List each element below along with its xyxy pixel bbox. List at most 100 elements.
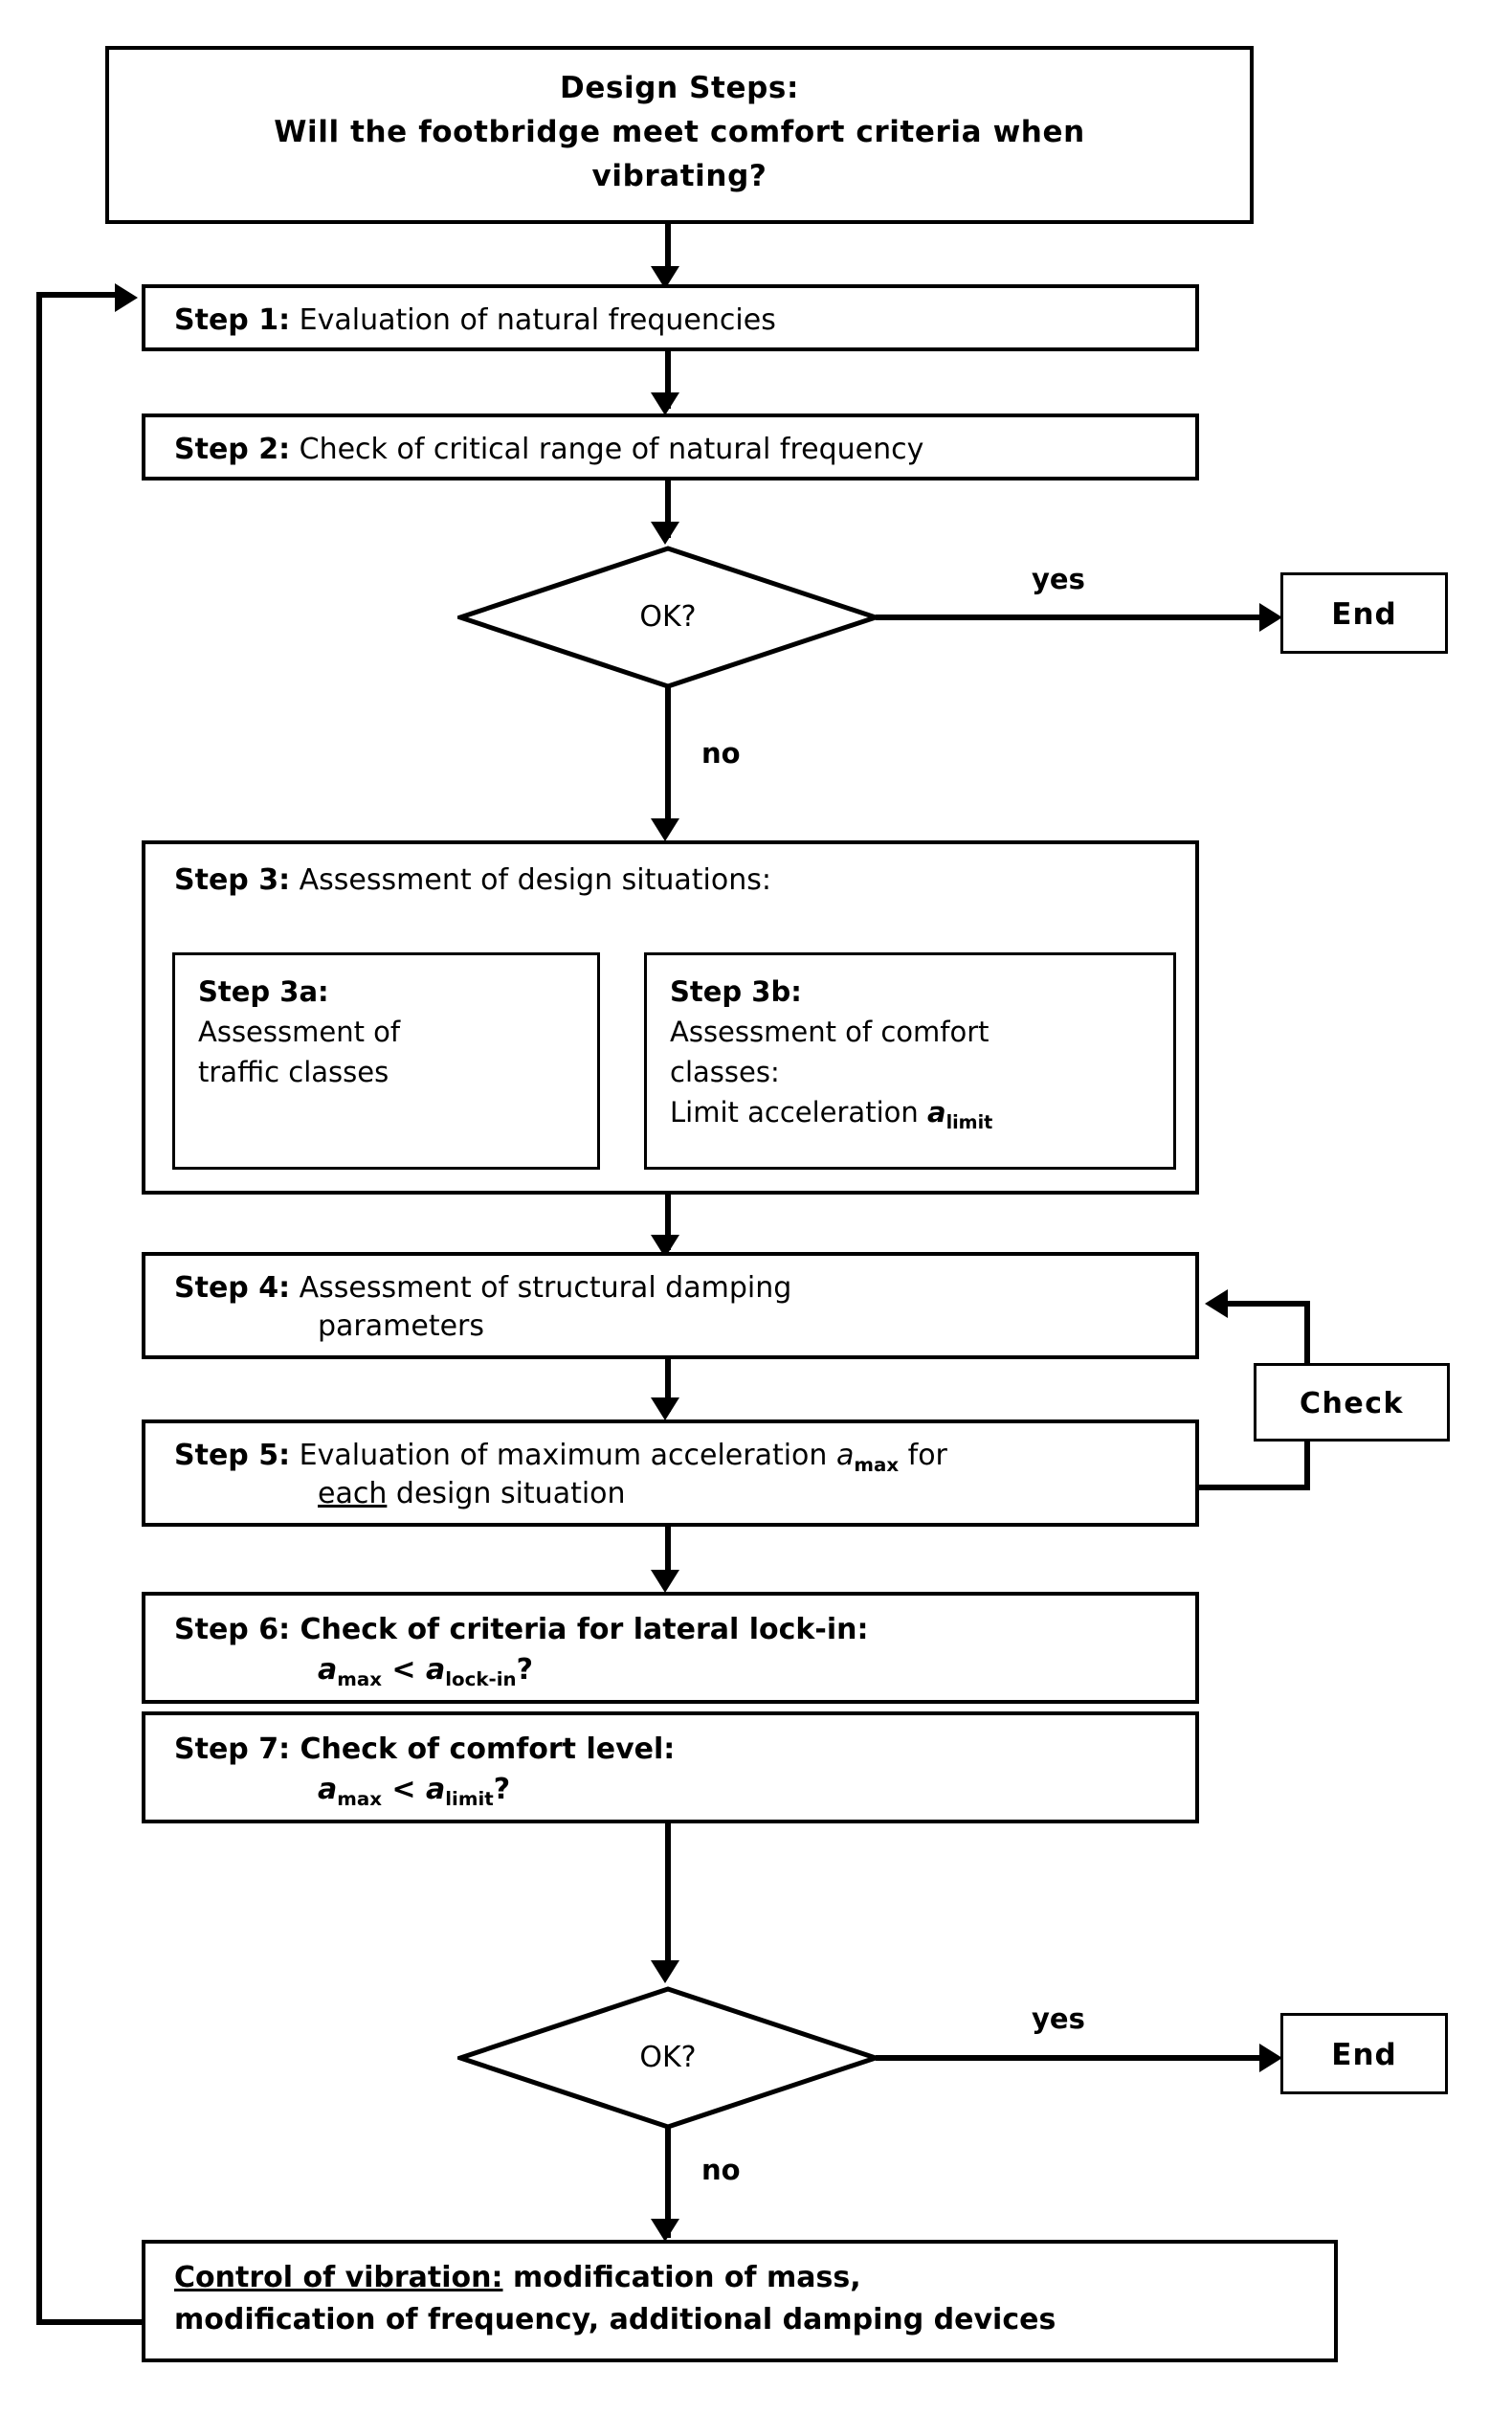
step-3b-label: Step 3b: xyxy=(670,975,802,1008)
decision-1-yes-label: yes xyxy=(1032,563,1085,595)
step-5-each-underlined: each xyxy=(318,1477,388,1510)
end-box-1: End xyxy=(1280,572,1448,654)
connector-decision1-no xyxy=(665,687,671,831)
step-3a-line-2: traffic classes xyxy=(198,1056,389,1088)
step-7-lhs-subscript: max xyxy=(337,1788,382,1810)
step-7-question-mark: ? xyxy=(493,1773,511,1806)
decision-1-no-label: no xyxy=(701,737,741,770)
arrow-step7-to-decision2 xyxy=(651,1960,679,1983)
step-6-lhs-variable: a xyxy=(318,1653,338,1687)
step-4-label: Step 4: xyxy=(174,1271,291,1305)
step-3-label: Step 3: xyxy=(174,863,291,897)
a-limit-variable: a xyxy=(926,1096,946,1129)
control-line-2: modification of frequency, additional da… xyxy=(174,2303,1056,2336)
connector-control-to-left xyxy=(36,2319,145,2325)
check-box: Check xyxy=(1254,1363,1450,1442)
check-label: Check xyxy=(1300,1387,1404,1420)
step-3b-line-1: Assessment of comfort xyxy=(670,1016,989,1048)
step-4-line-1: Assessment of structural damping xyxy=(299,1271,792,1305)
header-box: Design Steps: Will the footbridge meet c… xyxy=(105,46,1254,224)
step-2-text: Check of critical range of natural frequ… xyxy=(299,433,924,466)
arrow-check-to-step4 xyxy=(1205,1289,1228,1318)
a-max-subscript: max xyxy=(854,1454,900,1476)
connector-step7-to-decision2 xyxy=(665,1823,671,1972)
step-7-rhs-subscript: limit xyxy=(445,1788,494,1810)
step-4-box: Step 4: Assessment of structural damping… xyxy=(142,1252,1199,1359)
connector-header-to-step1 xyxy=(665,224,671,278)
step-1-box: Step 1: Evaluation of natural frequencie… xyxy=(142,284,1199,351)
step-6-operator: < xyxy=(381,1653,427,1687)
step-3a-box: Step 3a: Assessment of traffic classes xyxy=(172,952,600,1170)
connector-step1-to-step2 xyxy=(665,351,671,409)
end-box-2: End xyxy=(1280,2013,1448,2094)
decision-2-yes-label: yes xyxy=(1032,2002,1085,2035)
step-3a-line-1: Assessment of xyxy=(198,1016,401,1048)
end-2-label: End xyxy=(1331,2038,1397,2072)
step-3b-limit-text: Limit acceleration xyxy=(670,1096,927,1129)
step-6-box: Step 6: Check of criteria for lateral lo… xyxy=(142,1592,1199,1704)
a-limit-subscript: limit xyxy=(945,1110,993,1133)
decision-2-text: OK? xyxy=(639,2041,697,2074)
connector-step5-to-check xyxy=(1195,1485,1310,1490)
arrow-step2-to-decision1 xyxy=(651,522,679,545)
connector-step4-to-step5 xyxy=(665,1359,671,1412)
connector-step5-to-step6 xyxy=(665,1527,671,1582)
step-7-box: Step 7: Check of comfort level: amax < a… xyxy=(142,1711,1199,1823)
step-3-box: Step 3: Assessment of design situations:… xyxy=(142,840,1199,1195)
step-6-rhs-variable: a xyxy=(426,1653,446,1687)
connector-decision2-yes xyxy=(876,2055,1263,2061)
header-line-1: Design Steps: xyxy=(560,71,799,105)
step-4-line-2: parameters xyxy=(318,1309,485,1343)
step-7-heading: Check of comfort level: xyxy=(290,1732,676,1766)
arrow-loop-to-step1 xyxy=(115,283,138,312)
connector-left-to-step1 xyxy=(36,292,118,298)
step-7-label: Step 7: xyxy=(174,1732,291,1766)
step-2-label: Step 2: xyxy=(174,433,291,466)
end-1-label: End xyxy=(1331,597,1397,632)
step-1-label: Step 1: xyxy=(174,303,291,337)
header-line-2: Will the footbridge meet comfort criteri… xyxy=(274,115,1085,149)
step-3a-label: Step 3a: xyxy=(198,975,329,1008)
step-3b-line-3: Limit acceleration alimit xyxy=(670,1096,992,1133)
step-5-text-pre: Evaluation of maximum acceleration xyxy=(299,1439,836,1472)
arrow-step1-to-step2 xyxy=(651,392,679,415)
step-2-box: Step 2: Check of critical range of natur… xyxy=(142,414,1199,481)
arrow-step4-to-step5 xyxy=(651,1397,679,1420)
arrow-decision1-yes xyxy=(1259,603,1282,632)
decision-1-diamond: OK? xyxy=(457,546,878,689)
step-3b-box: Step 3b: Assessment of comfort classes: … xyxy=(644,952,1176,1170)
decision-2-diamond: OK? xyxy=(457,1986,878,2130)
control-line-1-rest: modification of mass, xyxy=(502,2261,861,2294)
connector-step2-to-decision1 xyxy=(665,481,671,538)
connector-decision1-yes xyxy=(876,615,1263,620)
connector-decision2-no xyxy=(665,2128,671,2238)
arrow-step5-to-step6 xyxy=(651,1570,679,1593)
step-6-lhs-subscript: max xyxy=(337,1668,382,1690)
connector-check-to-step4 xyxy=(1228,1301,1310,1307)
decision-2-no-label: no xyxy=(701,2154,741,2186)
connector-global-loop-vertical xyxy=(36,292,42,2322)
step-6-label: Step 6: xyxy=(174,1613,291,1646)
step-7-operator: < xyxy=(381,1773,427,1806)
step-7-rhs-variable: a xyxy=(426,1773,446,1806)
a-max-variable: a xyxy=(835,1439,855,1472)
step-6-heading: Check of criteria for lateral lock-in: xyxy=(290,1613,869,1646)
step-6-question-mark: ? xyxy=(516,1653,533,1687)
step-5-text-post: for xyxy=(899,1439,947,1472)
step-6-rhs-subscript: lock-in xyxy=(445,1668,517,1690)
step-3b-line-2: classes: xyxy=(670,1056,780,1088)
connector-step3-to-step4 xyxy=(665,1195,671,1250)
arrow-decision1-no xyxy=(651,818,679,841)
step-3-text: Assessment of design situations: xyxy=(299,863,771,897)
header-line-3: vibrating? xyxy=(591,159,767,193)
arrow-decision2-yes xyxy=(1259,2044,1282,2072)
step-7-lhs-variable: a xyxy=(318,1773,338,1806)
control-of-vibration-box: Control of vibration: modification of ma… xyxy=(142,2240,1338,2362)
step-5-label: Step 5: xyxy=(174,1439,291,1472)
control-label-underlined: Control of vibration: xyxy=(174,2261,503,2294)
step-1-text: Evaluation of natural frequencies xyxy=(299,303,776,337)
step-5-line-2-post: design situation xyxy=(387,1477,626,1510)
step-5-box: Step 5: Evaluation of maximum accelerati… xyxy=(142,1419,1199,1527)
arrow-decision2-no xyxy=(651,2219,679,2242)
